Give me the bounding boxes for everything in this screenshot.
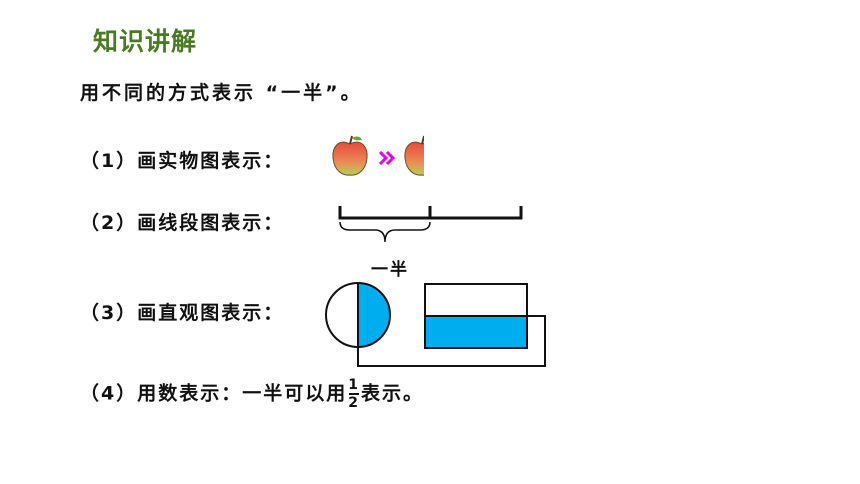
item-2-label: （2）画线段图表示： xyxy=(80,212,285,234)
section-title: 知识讲解 xyxy=(93,27,198,56)
intro-text: 用不同的方式表示 “一半”。 xyxy=(80,82,363,104)
apple-icon xyxy=(332,135,368,176)
half-circle-diagram xyxy=(325,282,391,348)
apple-illustration xyxy=(332,135,424,176)
fraction-denominator: 2 xyxy=(348,395,360,411)
double-arrow-icon xyxy=(378,150,396,166)
item-3-label: （3）画直观图表示： xyxy=(80,302,285,324)
segment-half-label: 一半 xyxy=(371,260,409,280)
item-1-label: （1）画实物图表示： xyxy=(80,150,285,172)
item-4-prefix: （4）用数表示：一半可以用 xyxy=(80,382,348,405)
connector-line xyxy=(357,315,546,367)
half-filled-container xyxy=(424,283,528,349)
half-apple-icon xyxy=(404,135,424,176)
visual-diagram xyxy=(325,282,546,367)
item-4-suffix: 表示。 xyxy=(360,382,424,405)
fraction-numerator: 1 xyxy=(348,377,360,393)
line-segment-diagram xyxy=(338,206,523,243)
brace xyxy=(339,221,431,243)
